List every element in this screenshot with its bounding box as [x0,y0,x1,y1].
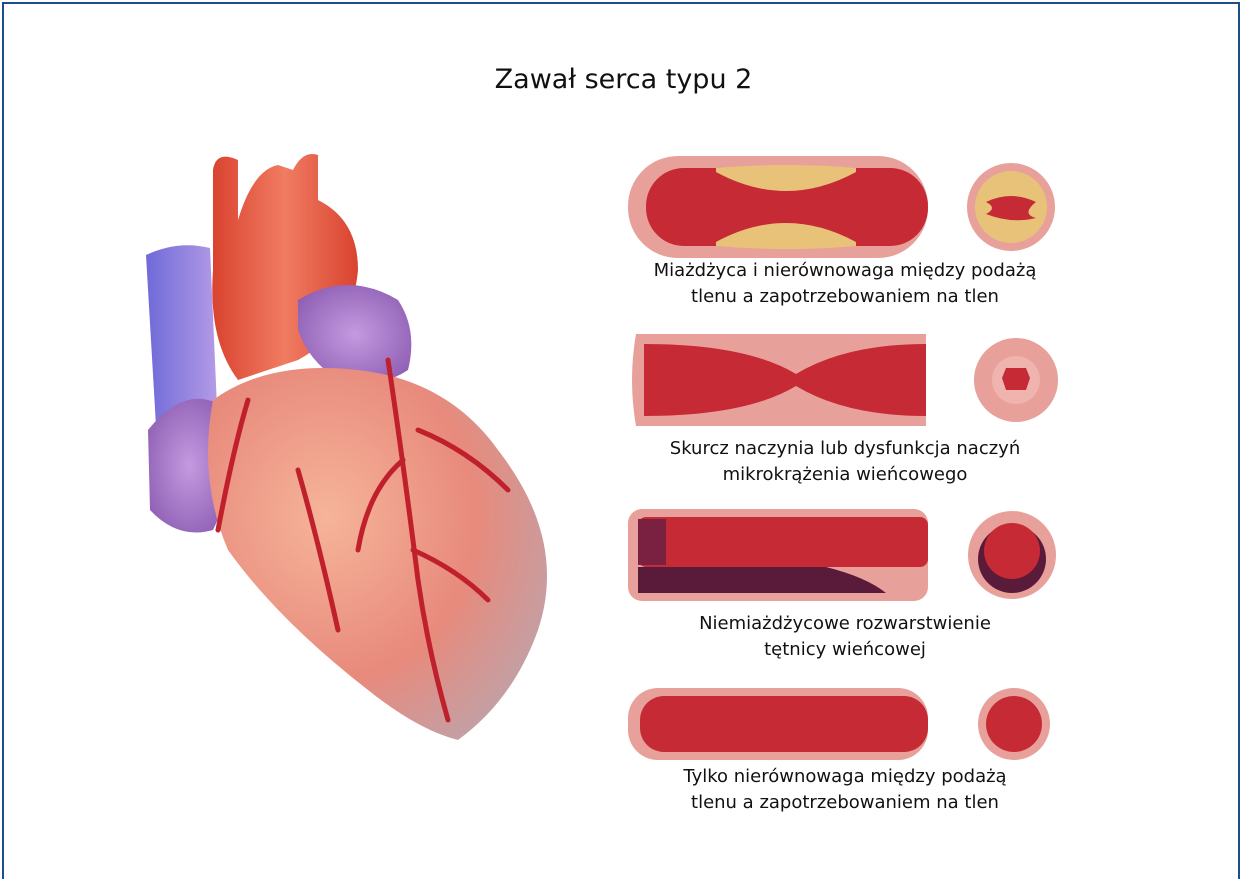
vessel-normal [626,684,1066,764]
caption-line: Niemiażdżycowe rozwarstwienie [620,611,1070,637]
vessel-spasm [626,330,1066,430]
heart-illustration [118,130,598,750]
caption-line: Tylko nierównowaga między podażą [620,764,1070,790]
vessel-lumen [640,696,928,752]
caption-line: tlenu a zapotrzebowaniem na tlen [620,284,1070,310]
vessel-lumen [638,517,928,567]
lumen [986,696,1042,752]
caption-dissection: Niemiażdżycowe rozwarstwienie tętnicy wi… [620,611,1070,663]
vessel-atherosclerosis [626,152,1066,262]
heart-body [208,368,547,740]
caption-line: tlenu a zapotrzebowaniem na tlen [620,790,1070,816]
lumen-narrow [1002,368,1030,390]
caption-line: mikrokrążenia wieńcowego [620,462,1070,488]
caption-line: Miażdżyca i nierównowaga między podażą [620,258,1070,284]
vessel-dissection [626,505,1066,605]
lumen-narrow [986,196,1036,220]
caption-line: tętnicy wieńcowej [620,637,1070,663]
lumen [984,523,1040,579]
caption-spasm: Skurcz naczynia lub dysfunkcja naczyń mi… [620,436,1070,488]
caption-line: Skurcz naczynia lub dysfunkcja naczyń [620,436,1070,462]
figure-title: Zawał serca typu 2 [0,64,1247,95]
caption-supply-demand: Tylko nierównowaga między podażą tlenu a… [620,764,1070,816]
caption-atherosclerosis: Miażdżyca i nierównowaga między podażą t… [620,258,1070,310]
